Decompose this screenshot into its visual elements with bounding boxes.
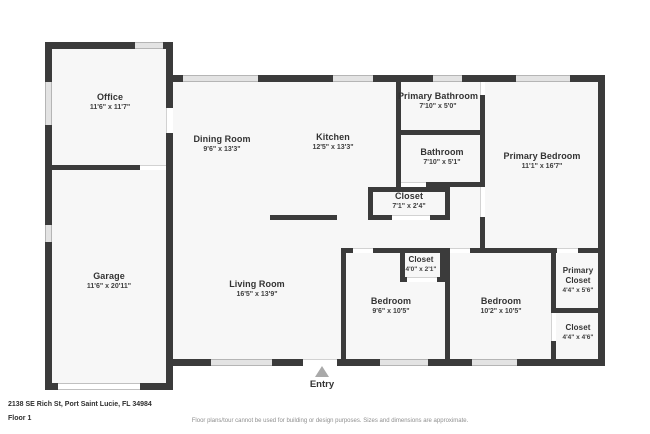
room-dims: 11'6" x 20'11" [86, 283, 132, 291]
wall [480, 95, 485, 187]
entry-label: Entry [309, 379, 335, 390]
room-name: Dining Room [193, 134, 251, 144]
wall [401, 130, 485, 135]
room-area [45, 42, 173, 390]
door-opening [557, 248, 578, 253]
wall [470, 248, 557, 253]
door-opening [166, 108, 173, 133]
window [516, 75, 570, 82]
room-name: Closet [565, 323, 591, 332]
room-label-primary-bathroom: Primary Bathroom 7'10" x 5'0" [388, 91, 488, 112]
room-name: Bathroom [420, 147, 464, 157]
room-label-garage: Garage 11'6" x 20'11" [59, 271, 159, 292]
room-area [173, 75, 605, 366]
window [211, 359, 272, 366]
window [45, 82, 52, 125]
room-dims: 7'1" x 2'4" [392, 203, 426, 211]
wall [440, 253, 445, 282]
footer-disclaimer: Floor plans/tour cannot be used for buil… [191, 418, 469, 424]
wall [341, 253, 346, 364]
room-label-office: Office 11'6" x 11'7" [60, 92, 160, 113]
door-opening [140, 165, 166, 170]
room-name: Primary Bedroom [503, 151, 581, 161]
room-dims: 4'4" x 4'6" [562, 334, 594, 341]
window [183, 75, 258, 82]
room-name: Primary Closet [562, 266, 594, 285]
wall [45, 42, 52, 390]
entry-door-opening [303, 359, 337, 366]
room-dims: 4'0" x 2'1" [405, 266, 437, 273]
door-opening [407, 277, 437, 282]
wall [400, 253, 405, 282]
window [333, 75, 373, 82]
room-name: Closet [408, 255, 434, 264]
room-name: Bedroom [480, 296, 522, 306]
room-label-bedroom-closet: Closet 4'0" x 2'1" [396, 255, 446, 274]
room-label-primary-closet: Primary Closet 4'4" x 5'6" [553, 266, 603, 295]
door-opening [551, 313, 556, 341]
room-name: Garage [93, 271, 125, 281]
wall [445, 187, 450, 220]
room-dims: 11'6" x 11'7" [89, 104, 131, 112]
room-label-bedroom-2: Bedroom 10'2" x 10'5" [451, 296, 551, 317]
room-label-bedroom-1: Bedroom 9'6" x 10'5" [341, 296, 441, 317]
room-dims: 9'6" x 13'3" [203, 146, 241, 154]
wall [270, 215, 337, 220]
room-dims: 11'1" x 16'7" [521, 163, 563, 171]
window [135, 42, 163, 49]
window [472, 359, 517, 366]
entry-arrow-icon [315, 366, 329, 377]
room-name: Kitchen [316, 132, 350, 142]
wall [45, 165, 166, 170]
room-dims: 10'2" x 10'5" [480, 308, 522, 316]
window [45, 225, 52, 242]
room-label-living-room: Living Room 16'5" x 13'9" [207, 279, 307, 300]
wall [396, 182, 485, 187]
room-name: Bedroom [370, 296, 412, 306]
wall [578, 248, 605, 253]
wall [396, 82, 401, 187]
room-label-hall-closet: Closet 7'1" x 2'4" [369, 191, 449, 212]
wall [445, 253, 450, 364]
wall [166, 75, 605, 82]
room-name: Office [96, 92, 124, 102]
room-dims: 12'5" x 13'3" [312, 144, 354, 152]
wall [480, 217, 485, 253]
room-label-kitchen: Kitchen 12'5" x 13'3" [283, 132, 383, 153]
wall [551, 341, 556, 364]
door-opening [480, 187, 485, 217]
door-opening [480, 82, 485, 95]
room-label-primary-bedroom: Primary Bedroom 11'1" x 16'7" [492, 151, 592, 172]
wall [341, 248, 353, 253]
room-dims: 9'6" x 10'5" [372, 308, 410, 316]
wall [551, 308, 605, 313]
wall [166, 42, 173, 390]
wall [45, 42, 173, 49]
room-dims: 7'10" x 5'0" [419, 103, 457, 111]
wall [368, 187, 373, 220]
room-label-bathroom: Bathroom 7'10" x 5'1" [392, 147, 492, 168]
wall [373, 248, 450, 253]
door-opening [450, 248, 470, 253]
room-label-closet-3: Closet 4'4" x 4'6" [553, 323, 603, 342]
room-dims: 4'4" x 5'6" [562, 287, 594, 294]
footer-address: 2138 SE Rich St, Port Saint Lucie, FL 34… [8, 401, 152, 408]
room-name: Primary Bathroom [397, 91, 479, 101]
garage-door [58, 383, 140, 390]
room-dims: 7'10" x 5'1" [423, 159, 461, 167]
wall [368, 187, 450, 192]
wall [598, 75, 605, 366]
window [380, 359, 428, 366]
room-name: Closet [394, 191, 424, 201]
window [433, 75, 462, 82]
footer-floor-label: Floor 1 [8, 415, 32, 422]
room-label-dining-room: Dining Room 9'6" x 13'3" [172, 134, 272, 155]
room-dims: 16'5" x 13'9" [236, 291, 278, 299]
room-name: Living Room [229, 279, 285, 289]
door-opening [392, 215, 430, 220]
door-opening [401, 182, 426, 187]
door-opening [353, 248, 373, 253]
wall [551, 253, 556, 308]
